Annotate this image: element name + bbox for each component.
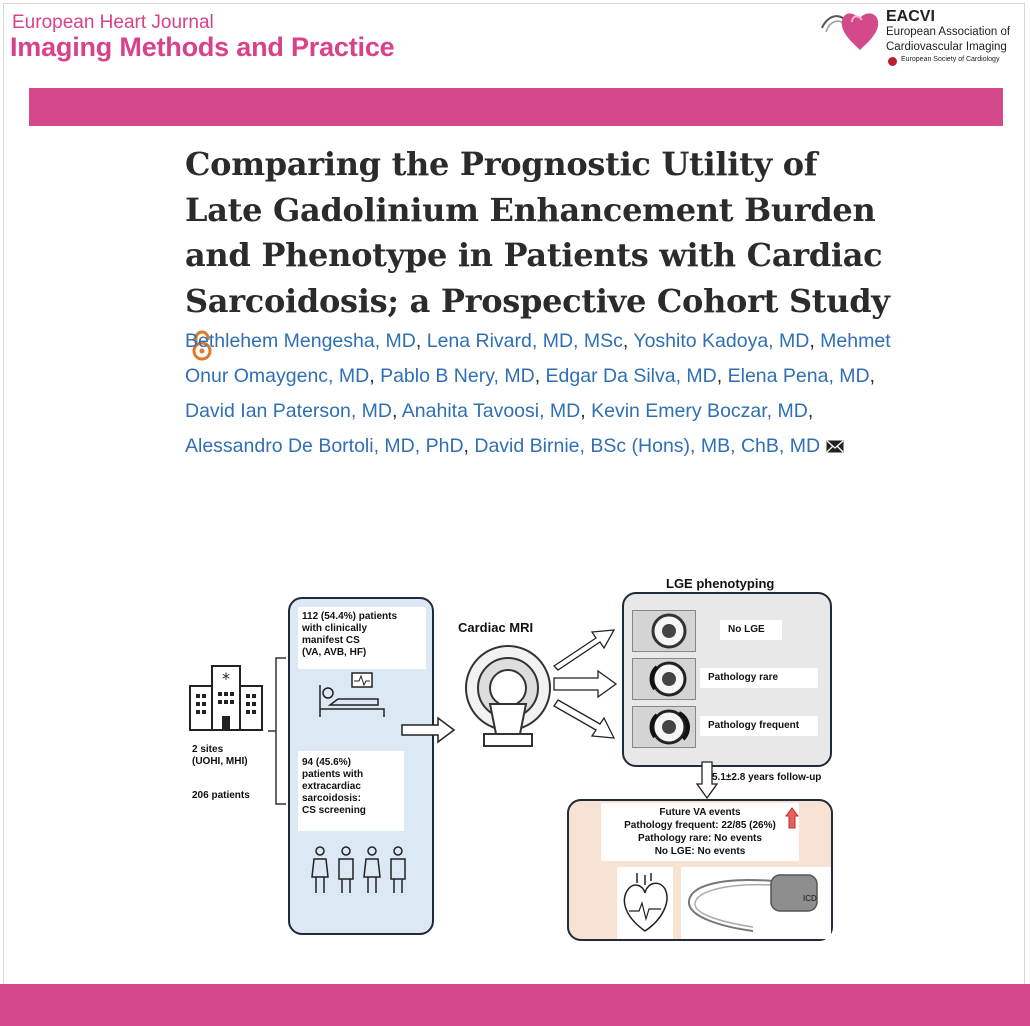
- open-access-icon[interactable]: [191, 329, 213, 361]
- lge-label-bg: [720, 620, 782, 640]
- author-link[interactable]: Alessandro De Bortoli, MD, PhD: [185, 435, 464, 457]
- eacvi-acronym: EACVI: [886, 8, 935, 25]
- outcome-line: Pathology frequent: 22/85 (26%): [624, 820, 776, 831]
- author-separator: ,: [807, 400, 814, 422]
- group2-label: 94 (45.6%) patients with extracardiac sa…: [302, 757, 366, 816]
- outcome-line: Pathology rare: No events: [638, 833, 762, 844]
- author-separator: ,: [463, 435, 475, 457]
- author-link[interactable]: Mehmet Onur Omaygenc, MD: [185, 330, 891, 387]
- author-link[interactable]: Lena Rivard, MD, MSc: [426, 330, 623, 352]
- lge-label-bg: [700, 668, 818, 688]
- author-separator: ,: [869, 365, 876, 387]
- author-separator: ,: [369, 365, 381, 387]
- esc-name: European Society of Cardiology: [901, 56, 1000, 63]
- lge-title: LGE phenotyping: [666, 576, 775, 591]
- svg-text:*: *: [222, 669, 230, 688]
- sites-label: 2 sites (UOHI, MHI): [192, 744, 248, 767]
- author-separator: ,: [622, 330, 634, 352]
- author-separator: ,: [415, 330, 427, 352]
- followup-label: 5.1±2.8 years follow-up: [712, 772, 822, 783]
- group1-label: 112 (54.4%) patients with clinically man…: [302, 611, 398, 658]
- author-link[interactable]: Kevin Emery Boczar, MD: [591, 400, 808, 422]
- graphical-abstract: * 2 sites (UOHI, MHI) 206 patients 112 (…: [180, 570, 850, 950]
- icd-label: ICD: [803, 894, 817, 903]
- author-link[interactable]: Anahita Tavoosi, MD: [401, 400, 581, 422]
- author-list: Bethlehem Mengesha, MD, Lena Rivard, MD,…: [185, 324, 901, 499]
- arrow-down-icon: [696, 761, 718, 800]
- article-title: Comparing the Prognostic Utility of Late…: [185, 142, 905, 370]
- bracket-icon: [268, 657, 286, 805]
- article-title-text: Comparing the Prognostic Utility of Late…: [185, 145, 890, 320]
- group2-bg: [298, 751, 404, 831]
- author-link[interactable]: David Ian Paterson, MD: [185, 400, 393, 422]
- patients-total-label: 206 patients: [192, 790, 250, 801]
- heart-icon: [623, 873, 668, 932]
- author-separator: ,: [392, 400, 402, 422]
- mri-label: Cardiac MRI: [458, 620, 534, 635]
- outcomes-bg: [601, 803, 799, 861]
- journal-subtitle: Imaging Methods and Practice: [10, 32, 395, 62]
- cmr-image-icon: [632, 706, 696, 748]
- hospital-icon: *: [189, 665, 263, 731]
- people-group-icon: [311, 846, 406, 893]
- lge-phenotype-label: Pathology frequent: [708, 720, 800, 731]
- patient-groups-box: 112 (54.4%) patients with clinically man…: [288, 597, 434, 935]
- outcome-line: No LGE: No events: [654, 846, 746, 857]
- eacvi-line-1: European Association of: [886, 26, 1011, 38]
- header-banner: [29, 88, 1003, 126]
- journal-name: European Heart Journal: [12, 12, 214, 33]
- eacvi-logo: EACVI European Association of Cardiovasc…: [818, 6, 1028, 72]
- branch-arrows-icon: [552, 629, 618, 739]
- author-separator: ,: [716, 365, 728, 387]
- outcomes-title: Future VA events: [659, 807, 741, 818]
- esc-logo-icon: [888, 57, 897, 66]
- author-link[interactable]: David Birnie, BSc (Hons), MB, ChB, MD: [474, 435, 821, 457]
- footer-banner: [0, 984, 1030, 1026]
- lge-label-bg: [700, 716, 818, 736]
- envelope-icon[interactable]: [826, 440, 844, 453]
- cmr-image-icon: [632, 658, 696, 700]
- mri-scanner-icon: [465, 645, 551, 747]
- heart-logo-icon: [821, 13, 879, 50]
- author-separator: ,: [809, 330, 821, 352]
- author-link[interactable]: Bethlehem Mengesha, MD: [185, 330, 416, 352]
- increase-arrow-icon: [785, 807, 799, 829]
- lge-phenotype-label: Pathology rare: [708, 672, 779, 683]
- author-separator: ,: [534, 365, 546, 387]
- icd-device-icon: [688, 874, 818, 932]
- group1-bg: [298, 607, 426, 669]
- author-link[interactable]: Edgar Da Silva, MD: [545, 365, 717, 387]
- author-separator: ,: [580, 400, 592, 422]
- eacvi-line-2: Cardiovascular Imaging: [886, 41, 1007, 53]
- hospital-bed-icon: [319, 672, 385, 717]
- author-link[interactable]: Elena Pena, MD: [727, 365, 870, 387]
- lge-phenotype-label: No LGE: [728, 624, 765, 635]
- author-link[interactable]: Yoshito Kadoya, MD: [633, 330, 810, 352]
- outcomes-box: Future VA events Pathology frequent: 22/…: [567, 799, 833, 941]
- author-link[interactable]: Pablo B Nery, MD: [380, 365, 535, 387]
- arrow-right-icon: [401, 716, 456, 744]
- cmr-image-icon: [632, 610, 696, 652]
